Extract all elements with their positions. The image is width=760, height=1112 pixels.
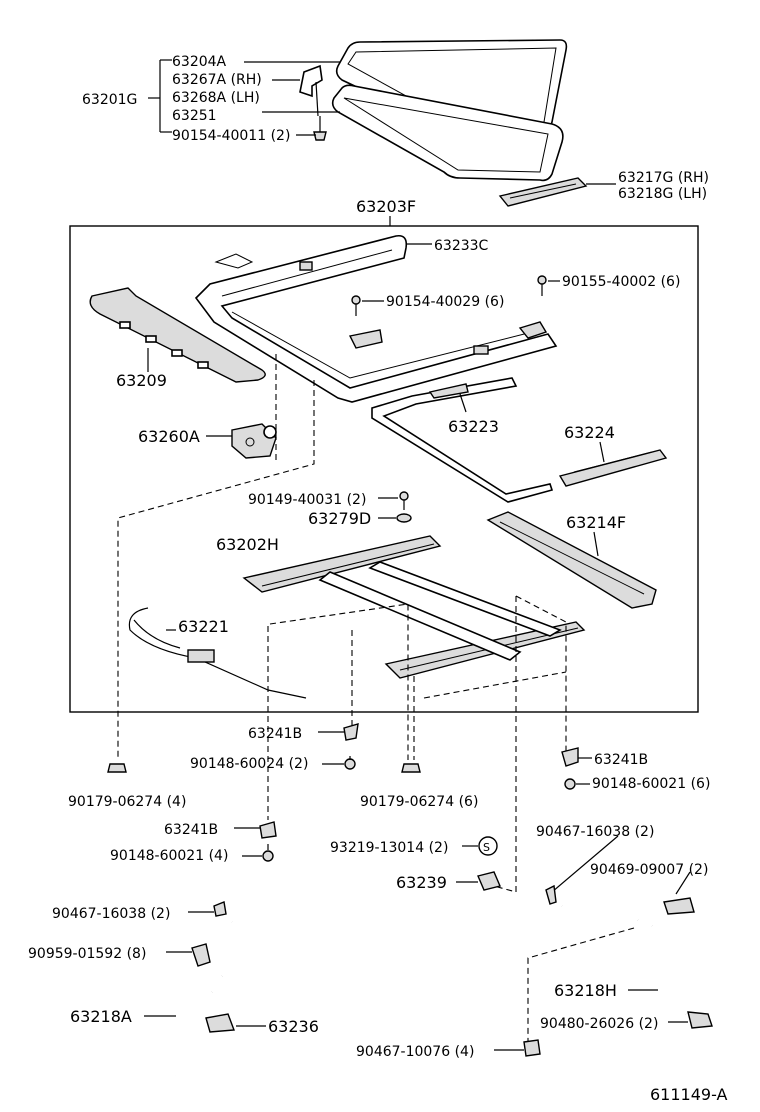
label-63204A: 63204A (172, 54, 227, 70)
hose-clip-icon (523, 1039, 541, 1057)
label-90154-40029: 90154-40029 (6) (386, 294, 504, 310)
label-90959-01592: 90959-01592 (8) (28, 946, 146, 962)
label-63218A: 63218A (70, 1007, 132, 1026)
label-90148-60021-6: 90148-60021 (6) (592, 776, 710, 792)
label-63241B-right: 63241B (594, 752, 648, 768)
nut-icon (107, 763, 127, 773)
label-90149-40031: 90149-40031 (2) (248, 492, 366, 508)
drain-hose (648, 924, 688, 1018)
bolt-icon (351, 295, 361, 316)
side-rail (558, 449, 668, 487)
label-63202H: 63202H (216, 535, 279, 554)
clip-icon (561, 747, 579, 767)
label-63260A: 63260A (138, 427, 200, 446)
label-63217G: 63217G (RH) (618, 170, 709, 186)
label-63241B-center: 63241B (248, 726, 302, 742)
nut-icon (401, 763, 421, 773)
hose-clamp-icon (191, 943, 211, 967)
clip-icon (259, 821, 277, 839)
nut-icon (396, 513, 412, 523)
drive-cable (128, 607, 307, 699)
label-90467-16038-right: 90467-16038 (2) (536, 824, 654, 840)
label-90480-26026: 90480-26026 (2) (540, 1016, 658, 1032)
drain-connector-icon (205, 1013, 235, 1033)
housing-base (242, 535, 586, 679)
label-63224: 63224 (564, 423, 615, 442)
label-63268A: 63268A (LH) (172, 90, 260, 106)
label-63251: 63251 (172, 108, 217, 124)
label-90467-16038-left: 90467-16038 (2) (52, 906, 170, 922)
hose-end-icon (687, 1011, 713, 1029)
label-63221: 63221 (178, 617, 229, 636)
bolt-icon (344, 756, 356, 770)
hose-clip-icon (213, 901, 227, 917)
label-90179-06274-6: 90179-06274 (6) (360, 794, 478, 810)
hose-clamp-icon (663, 897, 695, 915)
label-63214F: 63214F (566, 513, 626, 532)
label-63203F: 63203F (356, 197, 416, 216)
figure-id: 611149-A (650, 1085, 728, 1104)
drain-valve-icon (477, 871, 501, 891)
label-90467-10076: 90467-10076 (4) (356, 1044, 474, 1060)
label-63218H: 63218H (554, 981, 617, 1000)
label-63223: 63223 (448, 417, 499, 436)
motor-icon (231, 423, 277, 459)
label-63239: 63239 (396, 873, 447, 892)
screw-icon (399, 491, 409, 510)
sunshade-frame (371, 377, 554, 503)
label-63267A: 63267A (RH) (172, 72, 262, 88)
label-63209: 63209 (116, 371, 167, 390)
label-90155-40002: 90155-40002 (6) (562, 274, 680, 290)
svg-text:S: S (483, 841, 490, 854)
side-trim (498, 177, 588, 207)
label-93219-13014: 93219-13014 (2) (330, 840, 448, 856)
label-90154-40011: 90154-40011 (2) (172, 128, 290, 144)
clip-icon (343, 723, 359, 741)
label-63241B-left: 63241B (164, 822, 218, 838)
bolt-icon (262, 844, 274, 862)
bolt-icon (537, 275, 547, 296)
label-90148-60024: 90148-60024 (2) (190, 756, 308, 772)
drain-hose (172, 921, 238, 1077)
label-90179-06274-4: 90179-06274 (4) (68, 794, 186, 810)
label-63218G: 63218G (LH) (618, 186, 707, 202)
housing-assembly-frame (69, 225, 699, 713)
label-63279D: 63279D (308, 509, 371, 528)
label-90148-60021-4: 90148-60021 (4) (110, 848, 228, 864)
drain-hose (561, 902, 641, 923)
glass-panel-group (148, 39, 616, 207)
label-90469-09007: 90469-09007 (2) (590, 862, 708, 878)
label-63236: 63236 (268, 1017, 319, 1036)
housing-frame (194, 234, 558, 403)
label-63201G: 63201G (82, 92, 137, 108)
bolt-icon (313, 116, 327, 141)
bolt-icon (564, 778, 576, 790)
glass-bracket (299, 64, 323, 98)
hose-clip-icon (545, 884, 557, 905)
label-63233C: 63233C (434, 238, 489, 254)
screw-icon: S (478, 836, 498, 856)
wind-deflector-panel (486, 511, 657, 609)
drain-trough (89, 287, 266, 383)
